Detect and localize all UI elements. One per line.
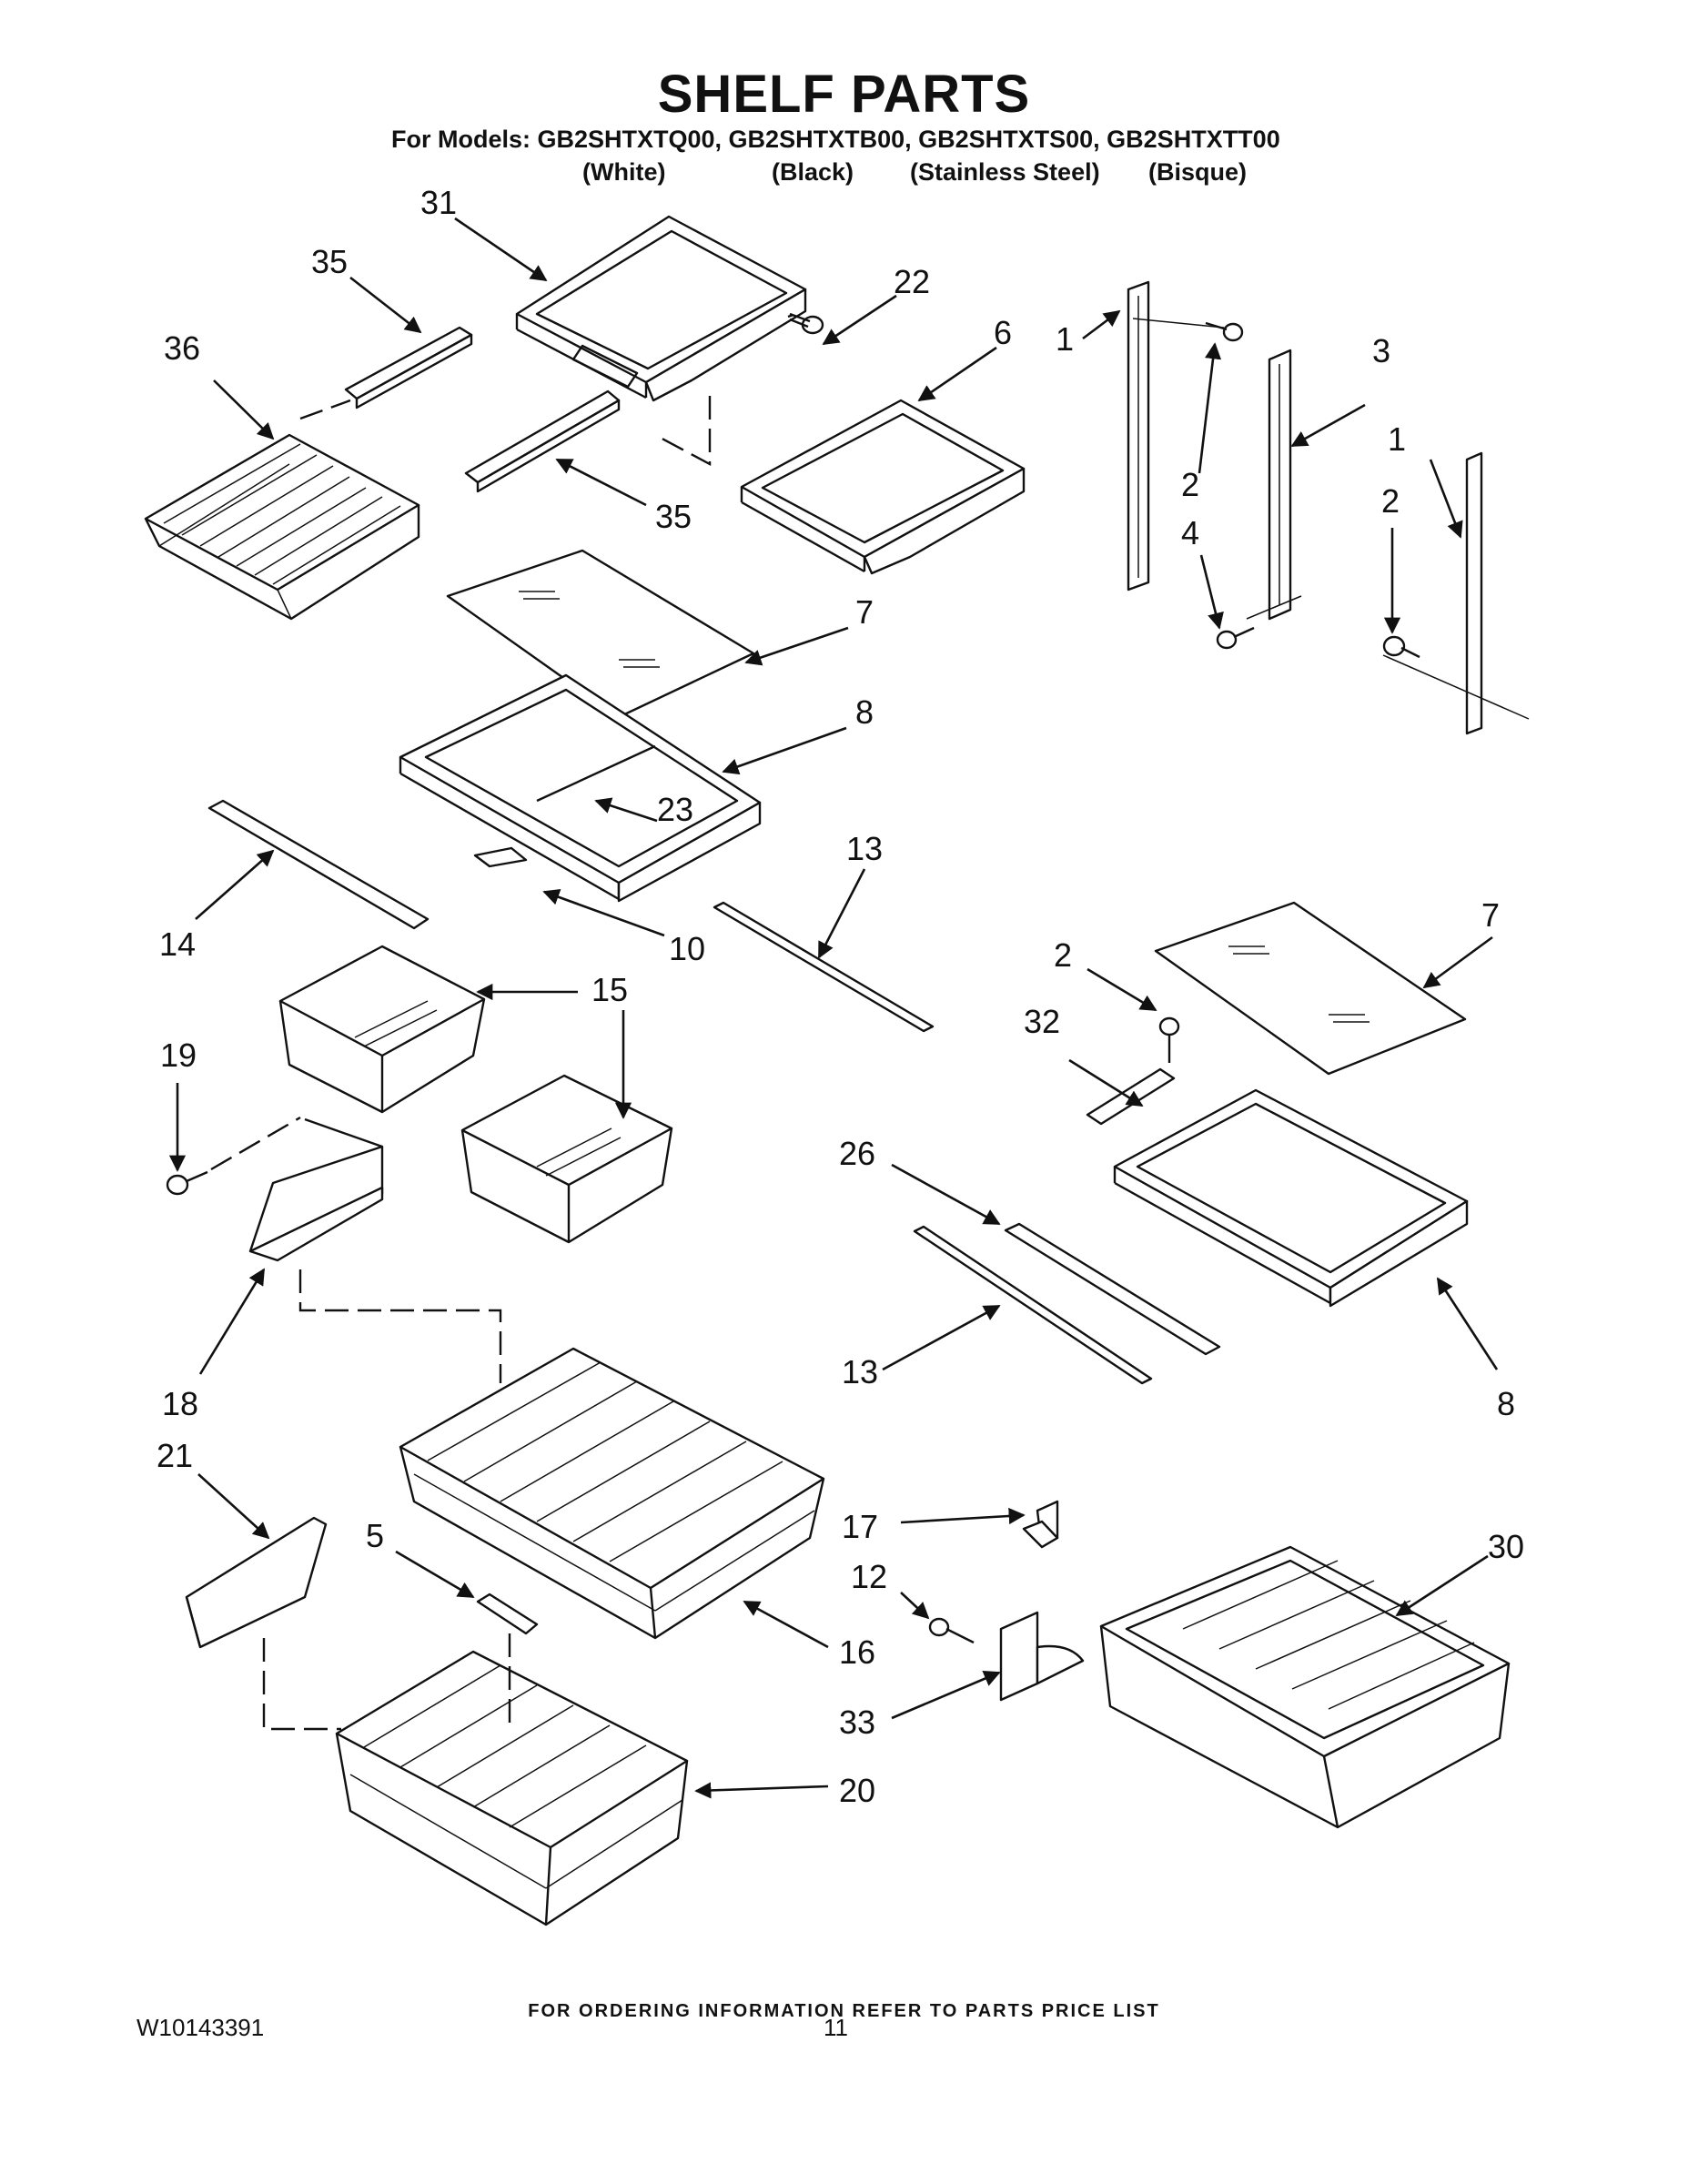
part-33-bracket [999, 1611, 1085, 1702]
label-19: 19 [160, 1036, 197, 1074]
label-32: 32 [1024, 1003, 1060, 1040]
part-8-frame-lower [1113, 1088, 1469, 1308]
part-15-drawer-a [278, 945, 486, 1114]
part-35-rail-upper [344, 326, 473, 410]
part-7-glass-upper [446, 549, 755, 719]
assembly-line-18 [298, 1269, 502, 1383]
label-13-upper: 13 [846, 830, 883, 867]
models-line: For Models: GB2SHTXTQ00, GB2SHTXTB00, GB… [391, 126, 1280, 153]
label-23: 23 [657, 791, 693, 828]
part-19-screw [166, 1170, 208, 1196]
part-20-wire-basket [335, 1650, 689, 1926]
part-18-bracket [248, 1117, 384, 1262]
part-12-screw [928, 1617, 975, 1644]
part-21-divider [185, 1516, 328, 1649]
label-17: 17 [842, 1508, 878, 1545]
label-36: 36 [164, 329, 200, 367]
label-20: 20 [839, 1772, 875, 1809]
screw-line-c [1382, 654, 1530, 720]
color-bisque: (Bisque) [1148, 158, 1247, 186]
color-stainless: (Stainless Steel) [910, 158, 1100, 186]
part-10-clip [473, 846, 528, 868]
page-number: 11 [824, 2014, 848, 2041]
assembly-line-19 [210, 1116, 301, 1171]
part-13-strip-lower [913, 1225, 1153, 1385]
part-8-frame-upper [399, 673, 762, 903]
label-26: 26 [839, 1135, 875, 1172]
part-13-strip-upper [713, 901, 935, 1033]
label-13-lower: 13 [842, 1353, 878, 1390]
part-2-screw-a [1205, 321, 1244, 342]
part-22-screw [787, 312, 824, 335]
part-2-screw-c [1158, 1016, 1180, 1063]
part-5-pin [476, 1592, 539, 1635]
assembly-line-21 [262, 1638, 341, 1731]
page-title: SHELF PARTS [657, 65, 1031, 124]
document-number: W10143391 [136, 2014, 265, 2041]
leader-lines [168, 217, 1499, 1799]
label-8-upper: 8 [855, 693, 874, 731]
part-32-bracket [1086, 1067, 1176, 1126]
label-22: 22 [894, 263, 930, 300]
label-7-lower: 7 [1481, 896, 1500, 934]
label-18: 18 [162, 1385, 198, 1422]
label-30: 30 [1488, 1528, 1524, 1565]
label-16: 16 [839, 1633, 875, 1671]
label-10: 10 [669, 930, 705, 967]
label-7-upper: 7 [855, 593, 874, 631]
label-2-c: 2 [1054, 936, 1072, 974]
part-6-shelf [740, 399, 1026, 575]
label-35-lower: 35 [655, 498, 692, 535]
part-2-screw-b [1382, 635, 1420, 659]
part-7-glass-lower [1154, 901, 1467, 1076]
part-3-rail [1268, 349, 1292, 621]
part-17-clip [1022, 1500, 1059, 1549]
label-31: 31 [420, 184, 457, 221]
label-12: 12 [851, 1558, 887, 1595]
color-white: (White) [582, 158, 666, 186]
label-21: 21 [157, 1437, 193, 1474]
label-35-upper: 35 [311, 243, 348, 280]
ordering-note: FOR ORDERING INFORMATION REFER TO PARTS … [528, 2001, 1160, 2021]
label-3: 3 [1372, 332, 1390, 369]
assembly-line-36 [299, 399, 351, 420]
part-35-rail-lower [464, 389, 621, 493]
part-4-screw [1216, 626, 1255, 650]
label-33: 33 [839, 1704, 875, 1741]
screw-line-a [1132, 318, 1225, 329]
label-8-lower: 8 [1497, 1385, 1515, 1422]
label-5: 5 [366, 1517, 384, 1554]
label-2-b: 2 [1381, 482, 1400, 520]
part-15-drawer-b [460, 1074, 673, 1244]
part-16-wire-basket [399, 1347, 825, 1640]
label-1-right: 1 [1388, 420, 1406, 458]
label-1-left: 1 [1056, 320, 1074, 358]
label-2-a: 2 [1181, 466, 1199, 503]
label-6: 6 [994, 314, 1012, 351]
part-31-shelf [515, 215, 807, 402]
callout-labels: 31 35 36 22 6 35 1 3 1 2 4 2 7 8 23 13 1… [157, 184, 1524, 1809]
label-14: 14 [159, 925, 196, 963]
assembly-line-31 [654, 396, 712, 466]
screw-line-b [1246, 595, 1302, 620]
part-14-trim [207, 799, 430, 930]
color-black: (Black) [772, 158, 854, 186]
label-15: 15 [591, 971, 628, 1008]
part-36-wire-drawer [144, 433, 420, 621]
part-1-rail-right [1465, 451, 1483, 735]
part-1-rail-left [1127, 280, 1150, 592]
part-26-trim [1004, 1222, 1221, 1356]
part-30-pan [1099, 1545, 1511, 1829]
label-4: 4 [1181, 514, 1199, 551]
